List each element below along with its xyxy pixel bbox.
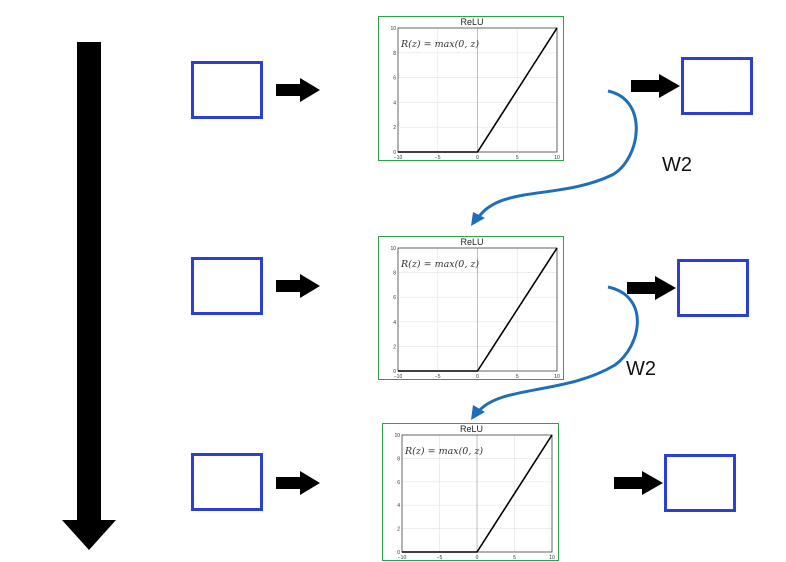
y-tick-label: 4 (393, 320, 396, 326)
y-tick-label: 10 (394, 433, 400, 439)
relu-formula: R(z) = max(0, z) (404, 446, 483, 457)
output-box-3 (664, 454, 736, 512)
relu-formula: R(z) = max(0, z) (400, 39, 479, 50)
x-tick-label: 5 (516, 374, 519, 380)
x-tick-label: 10 (554, 374, 560, 380)
relu-title: ReLU (460, 237, 483, 247)
y-tick-label: 2 (397, 527, 400, 533)
relu-title: ReLU (460, 424, 483, 434)
x-tick-label: −5 (437, 555, 443, 561)
y-tick-label: 0 (393, 150, 396, 156)
y-tick-label: 0 (397, 550, 400, 556)
y-tick-label: 2 (393, 125, 396, 131)
x-tick-label: 0 (476, 155, 479, 161)
x-tick-label: 0 (476, 555, 479, 561)
output-box-1 (681, 57, 753, 115)
input-box-2 (191, 257, 263, 315)
recurrent-arrow-1 (476, 89, 638, 219)
x-tick-label: −10 (398, 555, 407, 561)
input-box-1 (191, 61, 263, 119)
arrow-input-1 (276, 78, 320, 102)
relu-title: ReLU (460, 17, 483, 27)
output-box-2 (677, 259, 749, 317)
y-tick-label: 10 (390, 246, 396, 252)
y-tick-label: 10 (390, 26, 396, 32)
arrow-input-2 (276, 274, 320, 298)
relu-formula: R(z) = max(0, z) (400, 259, 479, 270)
y-tick-label: 8 (397, 456, 400, 462)
y-tick-label: 2 (393, 344, 396, 350)
arrow-output-2 (627, 276, 676, 300)
y-tick-label: 4 (397, 503, 400, 509)
y-tick-label: 6 (397, 480, 400, 486)
y-tick-label: 0 (393, 369, 396, 375)
relu-curve (402, 434, 553, 553)
recurrent-arrow-2 (476, 285, 639, 414)
x-tick-label: 0 (476, 374, 479, 380)
y-tick-label: 8 (393, 271, 396, 277)
weight-label-1: W2 (662, 154, 692, 176)
recurrent-arrowhead-2 (471, 405, 485, 420)
input-box-3 (191, 453, 263, 511)
arrow-input-3 (276, 471, 320, 495)
x-tick-label: −5 (435, 155, 441, 161)
x-tick-label: −10 (394, 374, 403, 380)
x-tick-label: 10 (549, 555, 555, 561)
arrow-output-3 (614, 471, 663, 495)
x-tick-label: −10 (394, 155, 403, 161)
relu-curve (398, 27, 558, 153)
y-tick-label: 6 (393, 295, 396, 301)
y-tick-label: 4 (393, 100, 396, 106)
x-tick-label: 10 (554, 155, 560, 161)
y-tick-label: 6 (393, 76, 396, 82)
x-tick-label: 5 (516, 155, 519, 161)
y-tick-label: 8 (393, 51, 396, 57)
relu-curve (398, 247, 558, 372)
arrow-output-1 (631, 74, 680, 98)
recurrent-arrowhead-1 (471, 212, 485, 226)
weight-label-2: W2 (626, 358, 656, 380)
x-tick-label: −5 (435, 374, 441, 380)
x-tick-label: 5 (513, 555, 516, 561)
